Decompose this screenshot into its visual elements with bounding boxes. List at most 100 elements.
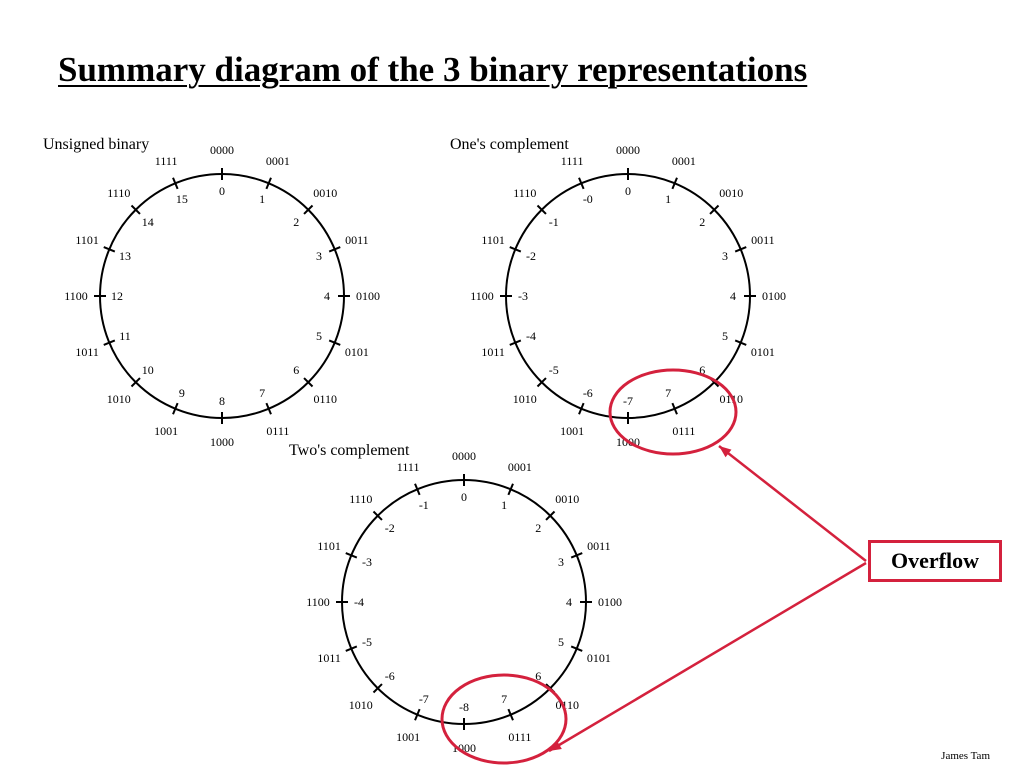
overflow-arrow-lower (548, 561, 867, 753)
wheel-tick (509, 339, 522, 346)
ones-complement-overflow-ellipse (608, 368, 738, 456)
wheel-tick (265, 177, 272, 190)
decimal-value-label: -6 (385, 669, 395, 683)
slide-title: Summary diagram of the 3 binary represen… (58, 50, 808, 89)
twos-complement-overflow-ellipse (440, 673, 568, 765)
wheel-tick (536, 204, 547, 215)
binary-code-label: 0101 (587, 651, 611, 665)
wheel-tick (507, 483, 514, 496)
binary-code-label: 1001 (396, 730, 420, 744)
binary-code-label: 1011 (75, 345, 99, 359)
wheel-tick (303, 377, 314, 388)
wheel-tick (372, 683, 383, 694)
binary-code-label: 0111 (266, 424, 289, 438)
decimal-value-label: 10 (142, 363, 154, 377)
binary-code-label: 1111 (155, 154, 178, 168)
decimal-value-label: -5 (549, 363, 559, 377)
wheel-tick (570, 645, 583, 652)
decimal-value-label: -3 (518, 289, 528, 303)
decimal-value-label: 3 (558, 555, 564, 569)
decimal-value-label: 2 (699, 215, 705, 229)
decimal-value-label: 0 (219, 184, 225, 198)
wheel-tick (345, 645, 358, 652)
decimal-value-label: 1 (665, 192, 671, 206)
twos-complement-title: Two's complement (289, 442, 410, 459)
overflow-annotations (440, 368, 867, 765)
binary-code-label: 1101 (317, 539, 341, 553)
overflow-callout: Overflow (868, 540, 1002, 582)
decimal-value-label: 14 (142, 215, 154, 229)
binary-code-label: 1110 (349, 492, 372, 506)
wheel-tick (328, 246, 341, 253)
decimal-value-label: 3 (722, 249, 728, 263)
binary-code-label: 1101 (481, 233, 505, 247)
decimal-value-label: -1 (419, 498, 429, 512)
wheel-tick (130, 204, 141, 215)
decimal-value-label: 4 (566, 595, 572, 609)
binary-code-label: 1100 (64, 289, 88, 303)
binary-code-label: 0010 (555, 492, 579, 506)
decimal-value-label: -5 (362, 635, 372, 649)
wheel-tick (671, 177, 678, 190)
decimal-value-label: 7 (665, 386, 671, 400)
wheel-tick (734, 246, 747, 253)
wheel-tick (709, 204, 720, 215)
decimal-value-label: -7 (623, 394, 633, 408)
decimal-value-label: 2 (293, 215, 299, 229)
decimal-value-label: 4 (730, 289, 736, 303)
wheel-tick (509, 246, 522, 253)
wheel-tick (578, 177, 585, 190)
binary-code-label: 1100 (306, 595, 330, 609)
binary-code-label: 0101 (345, 345, 369, 359)
binary-code-label: 1110 (107, 186, 130, 200)
decimal-value-label: 6 (293, 363, 299, 377)
decimal-value-label: 1 (501, 498, 507, 512)
binary-code-label: 0100 (356, 289, 380, 303)
wheel-tick (172, 177, 179, 190)
decimal-value-label: 6 (699, 363, 705, 377)
ones-complement-title: One's complement (450, 136, 569, 153)
binary-code-label: 0001 (672, 154, 696, 168)
decimal-value-label: 13 (119, 249, 131, 263)
binary-code-label: 0011 (587, 539, 611, 553)
decimal-value-label: -4 (354, 595, 364, 609)
binary-code-label: 0110 (719, 392, 743, 406)
decimal-value-label: 12 (111, 289, 123, 303)
decimal-value-label: 6 (535, 669, 541, 683)
decimal-value-label: -0 (583, 192, 593, 206)
binary-code-label: 1011 (481, 345, 505, 359)
binary-code-label: 0010 (719, 186, 743, 200)
wheel-tick (265, 402, 272, 415)
binary-code-label: 1000 (452, 741, 476, 755)
binary-code-label: 0010 (313, 186, 337, 200)
binary-code-label: 1110 (513, 186, 536, 200)
decimal-value-label: 5 (558, 635, 564, 649)
decimal-value-label: 1 (259, 192, 265, 206)
overflow-arrow-upper (718, 445, 867, 562)
binary-code-label: 1100 (470, 289, 494, 303)
decimal-value-label: 7 (501, 692, 507, 706)
binary-code-label: 0100 (762, 289, 786, 303)
binary-code-label: 0001 (266, 154, 290, 168)
wheel-tick (414, 708, 421, 721)
decimal-value-label: 3 (316, 249, 322, 263)
wheel-tick (303, 204, 314, 215)
binary-code-label: 1001 (154, 424, 178, 438)
wheel-tick (345, 552, 358, 559)
unsigned-binary-title: Unsigned binary (43, 136, 149, 153)
binary-code-label: 1111 (397, 460, 420, 474)
decimal-value-label: -1 (549, 215, 559, 229)
decimal-value-label: 0 (461, 490, 467, 504)
decimal-value-label: 8 (219, 394, 225, 408)
wheel-tick (372, 510, 383, 521)
binary-code-label: 0000 (452, 449, 476, 463)
decimal-value-label: 2 (535, 521, 541, 535)
binary-code-label: 1010 (107, 392, 131, 406)
wheel-tick (103, 246, 116, 253)
binary-code-label: 0110 (313, 392, 337, 406)
author-credit: James Tam (941, 750, 990, 762)
binary-code-label: 1111 (561, 154, 584, 168)
